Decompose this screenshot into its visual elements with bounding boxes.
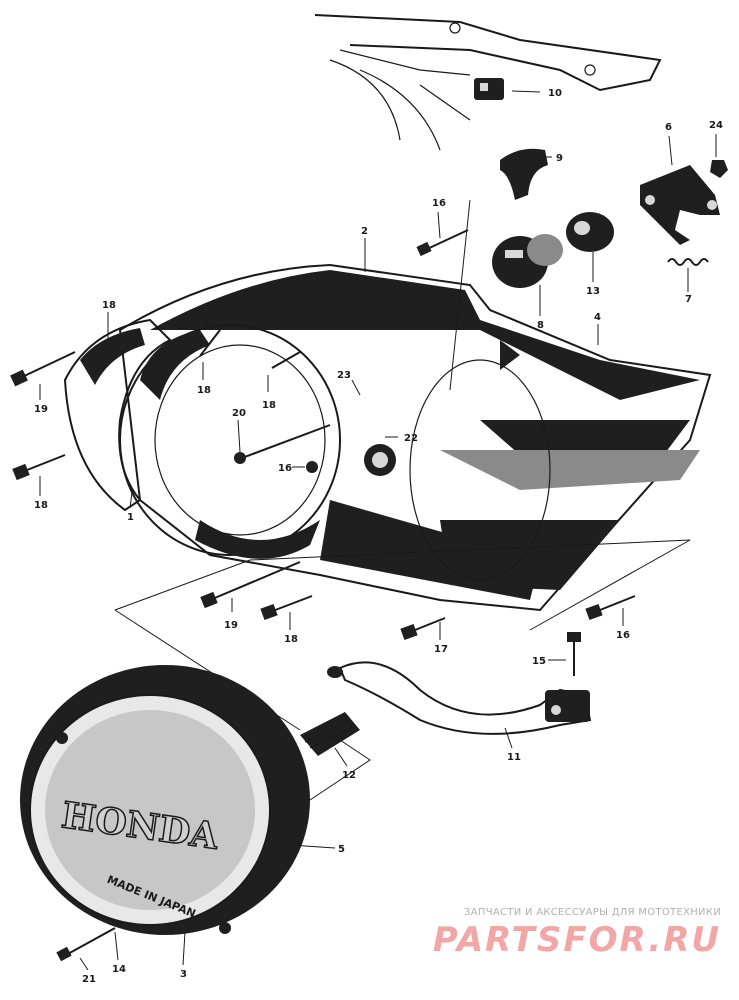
label-17: 17: [434, 644, 448, 655]
label-16-right: 16: [616, 630, 630, 641]
points-cover-part-3: HONDA MADE IN JAPAN: [20, 665, 310, 935]
rubber-part-12: [300, 712, 360, 756]
watermark: ЗАПЧАСТИ И АКСЕССУАРЫ ДЛЯ МОТОТЕХНИКИ PA…: [421, 907, 721, 960]
label-18-top: 18: [102, 300, 116, 311]
label-14: 14: [112, 964, 126, 975]
label-18-left: 18: [34, 500, 48, 511]
label-13: 13: [586, 286, 600, 297]
frame-outline: [314, 14, 662, 151]
bolt-part-15: [567, 632, 581, 676]
cover-part-4: [500, 340, 520, 370]
shift-drum-part-6: [640, 165, 720, 245]
bolt-part-20: [234, 424, 331, 464]
gasket-part-1: [119, 324, 341, 559]
label-23: 23: [337, 370, 351, 381]
label-18-inner: 18: [197, 385, 211, 396]
watermark-logo: PARTSFOR.RU: [432, 920, 721, 960]
label-11: 11: [507, 752, 521, 763]
bolt-part-18-left: [12, 454, 66, 481]
label-6: 6: [665, 122, 672, 133]
label-15: 15: [532, 656, 546, 667]
bushing-part-13: [566, 212, 614, 252]
bolt-part-16-upper: [416, 229, 469, 257]
bolt-part-18-mid: [199, 329, 301, 369]
label-3: 3: [180, 969, 187, 980]
label-16-upper: 16: [432, 198, 446, 209]
label-18-lower: 18: [284, 634, 298, 645]
label-1: 1: [127, 512, 134, 523]
gear-part-8: [492, 234, 563, 288]
bolt-part-17: [400, 617, 446, 641]
lever-part-11: [327, 661, 592, 735]
label-16-mid: 16: [278, 463, 292, 474]
spring-part-7: [667, 258, 709, 266]
bolt-part-19-upper: [10, 351, 76, 387]
label-24: 24: [709, 120, 723, 131]
clip-part-10: [474, 78, 504, 100]
label-5: 5: [338, 844, 345, 855]
bolt-part-16-mid: [306, 461, 318, 473]
label-20: 20: [232, 408, 246, 419]
label-19-lower: 19: [224, 620, 238, 631]
label-9: 9: [556, 153, 563, 164]
bolt-part-18-lower: [260, 595, 313, 621]
nut-part-24: [710, 160, 728, 178]
crankcase-cover-part-2: [118, 263, 712, 612]
label-19-upper: 19: [34, 404, 48, 415]
label-8: 8: [537, 320, 544, 331]
label-12: 12: [342, 770, 356, 781]
screw-part-21: [56, 927, 116, 962]
label-10: 10: [548, 88, 562, 99]
label-18-upper-right: 18: [262, 400, 276, 411]
label-21: 21: [82, 974, 96, 985]
outer-cover-shell: [63, 318, 172, 512]
watermark-tagline: ЗАПЧАСТИ И АКСЕССУАРЫ ДЛЯ МОТОТЕХНИКИ: [464, 907, 721, 918]
part-number-labels: 10 9 6 24 7 13 8 2 4 16 18 1 19 18 20 18…: [34, 88, 723, 985]
bolt-part-19-lower: [200, 561, 301, 609]
label-2: 2: [361, 226, 368, 237]
shift-arm-part-9: [500, 148, 548, 200]
label-7: 7: [685, 294, 692, 305]
label-22: 22: [404, 433, 418, 444]
leader-lines: [39, 90, 717, 971]
bolt-part-16-right: [585, 595, 636, 621]
label-4: 4: [594, 312, 601, 323]
